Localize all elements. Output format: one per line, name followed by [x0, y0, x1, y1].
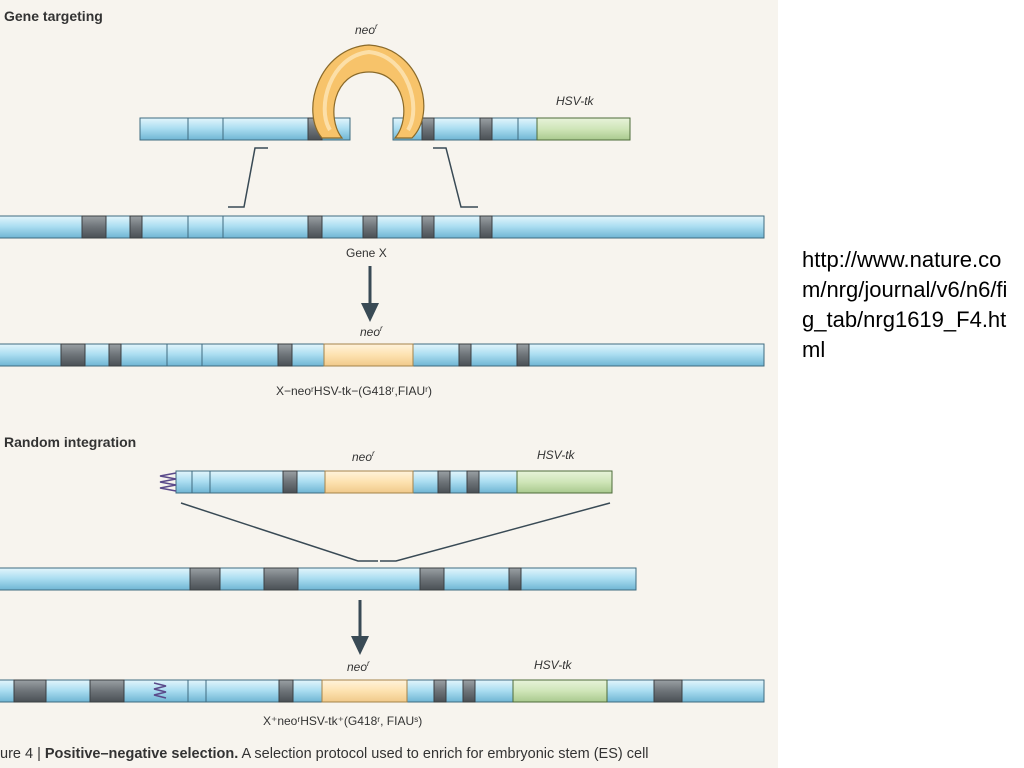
vector-end-zigzag — [159, 472, 177, 492]
neo-loop — [312, 44, 425, 139]
crossover-right — [433, 147, 478, 208]
integration-line-right — [380, 502, 611, 562]
source-url-text: http://www.nature.com/nrg/journal/v6/n6/… — [802, 247, 1008, 362]
random-vector — [159, 470, 613, 494]
figure-panel: Gene targeting neor HSV-tk Gene X — [0, 0, 778, 768]
integration-line-left — [180, 502, 378, 562]
random-integration-heading: Random integration — [4, 434, 136, 450]
gene-x-locus — [0, 215, 765, 239]
random-neo-label: neor — [352, 449, 375, 464]
targeted-neo-label: neor — [360, 324, 383, 339]
crossover-left — [228, 147, 268, 208]
arrow-down-icon — [361, 266, 379, 322]
caption-prefix: ure 4 | — [0, 746, 45, 762]
selection-diagram: Gene targeting neor HSV-tk Gene X — [0, 8, 765, 728]
caption-text: A selection protocol used to enrich for … — [238, 746, 649, 762]
random-locus — [0, 567, 637, 591]
gene-targeting-heading: Gene targeting — [4, 8, 103, 24]
figure-caption: ure 4 | Positive–negative selection. A s… — [0, 741, 778, 768]
targeted-allele — [0, 343, 765, 367]
gene-x-label: Gene X — [346, 246, 387, 260]
random-integrant — [0, 679, 765, 703]
random-result-hsv-tk-label: HSV-tk — [534, 658, 573, 672]
hsv-tk-cassette — [536, 117, 631, 141]
random-result-neo-label: neor — [347, 659, 370, 674]
targeting-vector — [139, 44, 631, 141]
caption-title: Positive–negative selection. — [44, 746, 239, 762]
random-result-label: X⁺neoʳHSV-tk⁺(G418ʳ, FIAUˢ) — [263, 714, 422, 728]
targeted-result-label: X−neoʳHSV-tk−(G418ʳ,FIAUʳ) — [276, 384, 432, 398]
neo-label: neor — [355, 22, 378, 37]
random-hsv-tk-label: HSV-tk — [537, 448, 576, 462]
neo-cassette — [323, 343, 414, 367]
hsv-tk-label: HSV-tk — [556, 94, 595, 108]
arrow-down-icon — [351, 600, 369, 655]
